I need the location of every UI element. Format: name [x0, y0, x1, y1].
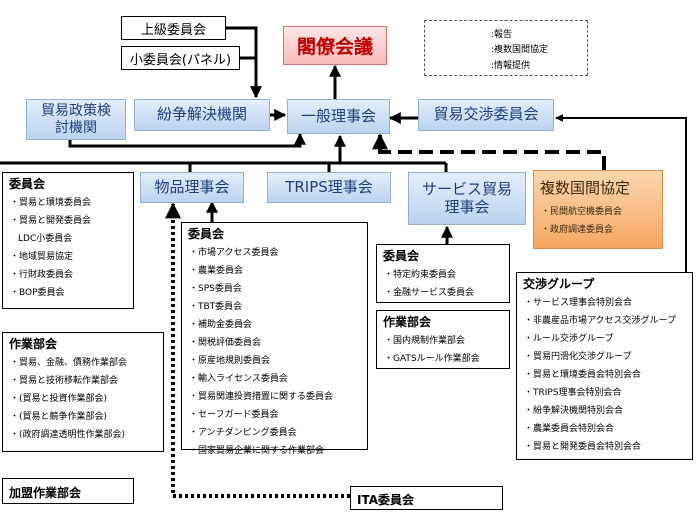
negotiating-groups-box: 交渉グループ ・サービス理事会特別会合 ・非農産品市場アクセス交渉グループ ・ル… [516, 272, 693, 460]
left-working-item: ・(貿易と投資作業部会) [10, 394, 108, 404]
goods-committee-item: ・輸入ライセンス委員会 [189, 374, 288, 384]
goods-committees-list: ・市場アクセス委員会 ・農業委員会 ・SPS委員会 ・TBT委員会 ・補助金委員… [182, 244, 367, 460]
services-committee-item: ・金融サービス委員会 [384, 288, 475, 298]
wire-tpr-to-gc [68, 132, 306, 148]
goods-committee-item: ・TBT委員会 [189, 302, 243, 312]
goods-council-box: 物品理事会 [140, 172, 244, 203]
wire-plurilateral-dashed [372, 133, 606, 170]
left-working-item: ・(政府調達透明性作業部会) [10, 430, 126, 440]
left-committees-list: ・貿易と環境委員会 ・貿易と開発委員会 LDC小委員会 ・地域貿易協定 ・行財政… [3, 194, 133, 302]
senior-committee-box: 上級委員会 [121, 16, 226, 40]
services-working-item: ・国内規制作業部会 [384, 336, 466, 346]
plurilateral-title: 複数国間協定 [540, 179, 631, 197]
legend: :報告 :複数国間協定 :情報提供 [424, 20, 588, 76]
left-working-parties-title: 作業部会 [9, 337, 58, 351]
left-working-parties-box: 作業部会 ・貿易、金融、債務作業部会 ・貿易と技術移転作業部会 ・(貿易と投資作… [2, 332, 164, 452]
tnc-label: 貿易交渉委員会 [433, 105, 539, 124]
left-committees-box: 委員会 ・貿易と環境委員会 ・貿易と開発委員会 LDC小委員会 ・地域貿易協定 … [2, 172, 134, 309]
ita-committee-box: ITA委員会 [350, 486, 503, 510]
ita-committee-label: ITA委員会 [357, 493, 415, 507]
panel-box: 小委員会(パネル) [121, 46, 240, 70]
goods-committees-box: 委員会 ・市場アクセス委員会 ・農業委員会 ・SPS委員会 ・TBT委員会 ・補… [181, 222, 368, 456]
trips-council-label: TRIPS理事会 [285, 177, 373, 196]
general-council-label: 一般理事会 [300, 106, 376, 125]
wire-negotiating-to-tnc [555, 114, 687, 272]
goods-committee-item: ・市場アクセス委員会 [189, 248, 279, 258]
goods-committee-item: ・農業委員会 [189, 266, 244, 276]
services-council-label: サービス貿易理事会 [421, 180, 512, 216]
left-working-parties-list: ・貿易、金融、債務作業部会 ・貿易と技術移転作業部会 ・(貿易と投資作業部会) … [3, 354, 163, 444]
trade-policy-review-label: 貿易政策検討機関 [41, 103, 111, 136]
accession-label: 加盟作業部会 [9, 486, 82, 500]
legend-report: :報告 [491, 30, 513, 40]
services-committees-title: 委員会 [383, 249, 420, 263]
services-committees-list: ・特定約束委員会 ・金融サービス委員会 [377, 266, 509, 302]
left-committee-item: ・行財政委員会 [10, 270, 74, 280]
negotiating-item: ・農業委員会特別会合 [524, 424, 615, 434]
legend-info: :情報提供 [491, 61, 531, 71]
goods-committees-title: 委員会 [188, 227, 225, 241]
wire-senior-to-dsb [226, 26, 262, 99]
legend-plurilateral: :複数国間協定 [491, 45, 549, 55]
goods-committee-item: ・補助金委員会 [189, 320, 253, 330]
negotiating-item: ・紛争解決機関特別会合 [524, 406, 624, 416]
negotiating-item: ・ルール交渉グループ [524, 334, 614, 344]
services-working-list: ・国内規制作業部会 ・GATSルール作業部会 [377, 332, 509, 368]
negotiating-item: ・非農産品市場アクセス交渉グループ [524, 316, 677, 326]
left-working-item: ・貿易と技術移転作業部会 [10, 376, 119, 386]
trips-council-box: TRIPS理事会 [267, 172, 391, 203]
services-committee-item: ・特定約束委員会 [384, 270, 457, 280]
ministerial-conference-label: 閣僚会議 [296, 36, 373, 58]
services-committees-box: 委員会 ・特定約束委員会 ・金融サービス委員会 [376, 244, 510, 303]
left-working-item: ・(貿易と競争作業部会) [10, 412, 108, 422]
trade-policy-review-box: 貿易政策検討機関 [26, 99, 126, 140]
goods-committee-item: ・原産地規則委員会 [189, 356, 271, 366]
goods-council-label: 物品理事会 [154, 177, 230, 196]
negotiating-groups-title: 交渉グループ [523, 277, 595, 291]
goods-committee-item: ・貿易関連投資措置に関する委員会 [189, 392, 334, 402]
plurilateral-box: 複数国間協定 ・民間航空機委員会 ・政府調達委員会 [533, 170, 663, 249]
negotiating-item: ・貿易と環境委員会特別会合 [524, 370, 642, 380]
senior-committee-label: 上級委員会 [140, 22, 206, 38]
goods-committee-item: ・国家貿易企業に関する作業部会 [189, 446, 325, 456]
services-working-title: 作業部会 [383, 315, 432, 329]
wire-ita-dotted [165, 202, 350, 498]
negotiating-item: ・TRIPS理事会特別会合 [524, 388, 622, 398]
negotiating-groups-list: ・サービス理事会特別会合 ・非農産品市場アクセス交渉グループ ・ルール交渉グルー… [517, 294, 692, 456]
negotiating-item: ・貿易と開発委員会特別会合 [524, 442, 642, 452]
ministerial-conference-box: 閣僚会議 [283, 26, 387, 65]
dispute-settlement-label: 紛争解決機関 [156, 105, 247, 124]
services-working-box: 作業部会 ・国内規制作業部会 ・GATSルール作業部会 [376, 310, 510, 369]
goods-committee-item: ・SPS委員会 [189, 284, 242, 294]
left-committee-item: LDC小委員会 [18, 234, 73, 244]
negotiating-item: ・サービス理事会特別会合 [524, 298, 633, 308]
accession-box: 加盟作業部会 [2, 478, 134, 504]
goods-committee-item: ・アンチダンピング委員会 [189, 428, 297, 438]
tnc-box: 貿易交渉委員会 [418, 99, 554, 131]
services-working-item: ・GATSルール作業部会 [384, 354, 480, 364]
negotiating-item: ・貿易円滑化交渉グループ [524, 352, 632, 362]
left-committee-item: ・地域貿易協定 [10, 252, 74, 262]
panel-label: 小委員会(パネル) [129, 52, 232, 68]
general-council-box: 一般理事会 [287, 99, 390, 134]
goods-committee-item: ・関税評価委員会 [189, 338, 262, 348]
dispute-settlement-box: 紛争解決機関 [134, 99, 270, 131]
services-council-box: サービス貿易理事会 [408, 172, 526, 225]
left-committee-item: ・貿易と環境委員会 [10, 198, 92, 208]
plurilateral-item: ・民間航空機委員会 [541, 207, 623, 217]
goods-committee-item: ・セーフガード委員会 [189, 410, 279, 420]
left-working-item: ・貿易、金融、債務作業部会 [10, 358, 128, 368]
left-committees-title: 委員会 [9, 177, 46, 191]
plurilateral-list: ・民間航空機委員会 ・政府調達委員会 [534, 203, 662, 239]
left-committee-item: ・貿易と開発委員会 [10, 216, 92, 226]
plurilateral-item: ・政府調達委員会 [541, 225, 614, 235]
left-committee-item: ・BOP委員会 [10, 288, 65, 298]
